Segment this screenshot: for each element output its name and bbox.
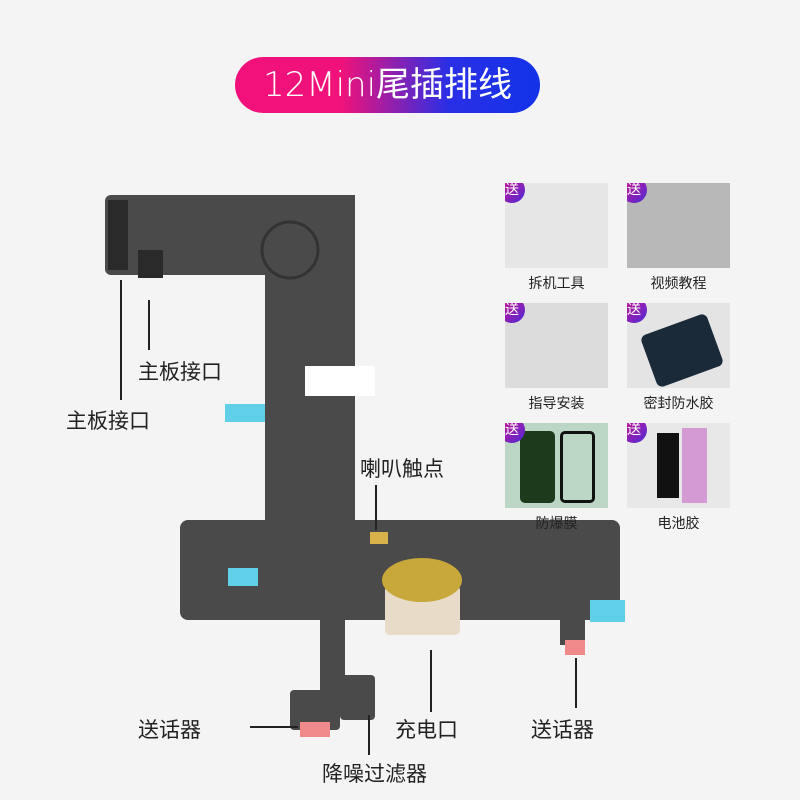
gift-item: 送 密封防水胶: [627, 303, 730, 413]
gift-label: 防爆膜: [535, 516, 578, 532]
waterproof-adhesive-image: 送: [627, 303, 730, 388]
callout-board-connector: 主板接口: [66, 409, 150, 433]
gift-label: 拆机工具: [528, 276, 585, 292]
support-image: 送: [505, 303, 608, 388]
board-connector-2: [138, 250, 163, 278]
gift-item: 送 电池胶: [627, 423, 730, 533]
leader-line: [250, 726, 298, 728]
leader-line: [148, 300, 150, 350]
gift-badge: 送: [505, 303, 525, 323]
qr-label: [305, 366, 375, 396]
gift-label: 密封防水胶: [643, 396, 714, 412]
leader-line: [575, 658, 577, 708]
title-banner: 12Mini尾插排线: [235, 57, 540, 113]
screen-protector-image: 送: [505, 423, 608, 508]
gift-badge: 送: [505, 423, 525, 443]
gift-badge: 送: [505, 183, 525, 203]
noise-filter: [340, 675, 375, 720]
gift-badge: 送: [627, 303, 647, 323]
callout-board-connector: 主板接口: [138, 360, 222, 384]
gift-label: 指导安装: [528, 396, 585, 412]
gift-item: 送 指导安装: [505, 303, 608, 413]
gift-label: 电池胶: [657, 516, 700, 532]
callout-speaker-contacts: 喇叭触点: [360, 457, 444, 481]
gift-item: 送 视频教程: [627, 183, 730, 293]
speaker-contacts: [370, 532, 388, 544]
battery-adhesive-image: 送: [627, 423, 730, 508]
callout-microphone: 送话器: [531, 718, 594, 742]
callout-noise-filter: 降噪过滤器: [322, 762, 427, 786]
leader-line: [368, 715, 370, 755]
gift-badge: 送: [627, 183, 647, 203]
gift-badge: 送: [627, 423, 647, 443]
board-connector-1: [108, 200, 128, 270]
tools-image: 送: [505, 183, 608, 268]
gift-label: 视频教程: [650, 276, 707, 292]
callout-microphone: 送话器: [138, 718, 201, 742]
leader-line: [375, 485, 377, 530]
gift-item: 送 拆机工具: [505, 183, 608, 293]
leader-line: [430, 650, 432, 712]
gift-item: 送 防爆膜: [505, 423, 608, 533]
callout-charging-port: 充电口: [395, 718, 458, 742]
leader-line: [120, 280, 122, 400]
video-tutorial-image: 送: [627, 183, 730, 268]
